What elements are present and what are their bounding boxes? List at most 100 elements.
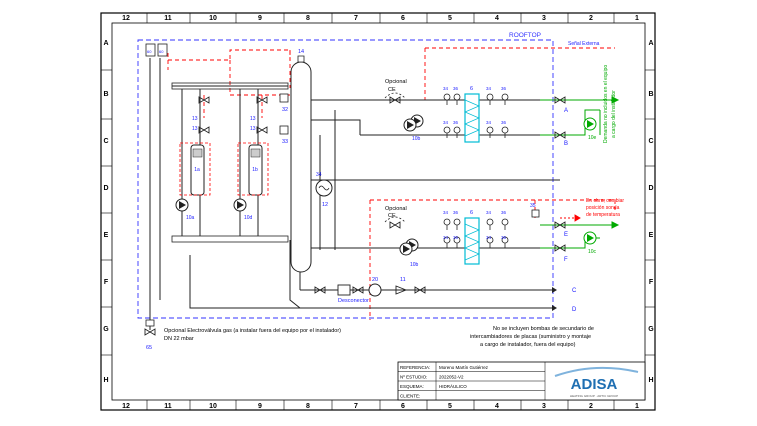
- col-label: 4: [495, 15, 499, 22]
- pump-icon: [403, 118, 417, 132]
- col-label: 8: [306, 403, 310, 410]
- pump-icon: [175, 198, 189, 212]
- column-labels-top: 12 11 10 9 8 7 6 5 4 3 2 1: [122, 15, 639, 22]
- air-vent: [297, 55, 305, 63]
- row-label: E: [104, 232, 109, 239]
- row-label: G: [103, 326, 109, 333]
- pump-icon: [399, 242, 413, 256]
- tag-10b-bottom: 10b: [410, 262, 419, 268]
- col-label: 9: [258, 403, 262, 410]
- col-label: 4: [495, 403, 499, 410]
- boiler-1: 1a: [179, 142, 211, 196]
- tag-13: 13: [192, 126, 198, 132]
- tag-34: 34: [486, 235, 492, 240]
- col-label: 10: [209, 15, 217, 22]
- estudio-value: 2022052-V2: [439, 375, 464, 380]
- tag-6: 6: [470, 210, 473, 216]
- tag-36: 36: [453, 120, 459, 125]
- row-label: C: [648, 138, 653, 145]
- referencia-value: Moreno Martín Gutiérrez: [439, 365, 489, 370]
- tag-34: 34: [486, 86, 492, 91]
- tag-10e: 10e: [588, 135, 597, 141]
- pump-icon: [233, 198, 247, 212]
- row-label: F: [649, 279, 654, 286]
- row-label: E: [649, 232, 654, 239]
- tag-36: 36: [501, 86, 507, 91]
- pump-note-line-3: a cargo de instalador, fuera del equipo): [480, 342, 576, 348]
- backflow-preventer-label: Desconector: [338, 298, 369, 304]
- col-label: 5: [448, 15, 452, 22]
- ce-bottom-bracket: [384, 216, 406, 223]
- external-signal-label: Señal Externa: [568, 41, 600, 47]
- tag-10a: 10a: [186, 215, 195, 221]
- tag-14: 14: [298, 49, 304, 55]
- ce-top-bracket: [384, 92, 406, 99]
- tag-34: 34: [486, 210, 492, 215]
- cliente-label: CLIENTE:: [400, 394, 420, 399]
- col-label: 5: [448, 403, 452, 410]
- row-label: A: [103, 40, 108, 47]
- tag-34: 34: [316, 172, 322, 178]
- col-label: 6: [401, 15, 405, 22]
- title-block: REFERENCIA: Moreno Martín Gutiérrez Nº E…: [397, 361, 646, 401]
- tag-34: 34: [443, 210, 449, 215]
- demand-note: Demanda no incluidos en el equipo: [603, 65, 609, 143]
- installer-note: a cargo del instalador: [611, 90, 617, 138]
- row-dividers: [101, 69, 655, 356]
- tag-13: 13: [250, 116, 256, 122]
- optional-ce-bottom: Opcional: [385, 206, 407, 212]
- tag-20: 20: [372, 277, 378, 283]
- connection-e: E: [564, 232, 568, 238]
- pump-note-line-2: intercambiadores de placas (suministro y…: [470, 334, 591, 340]
- gas-pressure-note: DN 22 mbar: [164, 336, 194, 342]
- connection-f: F: [564, 257, 568, 263]
- gas-valve-note: Opcional Electroválvula gas (a instalar …: [164, 328, 341, 334]
- tag-10c: 10c: [588, 249, 597, 255]
- gas-solenoid: [145, 319, 155, 327]
- signal-box-60: [145, 43, 156, 57]
- gauges-bottom: 34 36 34 36 34 36 34 36: [443, 210, 509, 249]
- onsite-note-1: En obra, cambiar: [586, 198, 624, 204]
- tag-1b: 1b: [252, 167, 258, 173]
- tag-34: 34: [486, 120, 492, 125]
- connection-b: B: [564, 141, 568, 147]
- col-label: 2: [589, 15, 593, 22]
- col-label: 3: [542, 403, 546, 410]
- col-label: 12: [122, 403, 130, 410]
- signal-box-60: [157, 43, 168, 57]
- estudio-label: Nº ESTUDIO:: [400, 375, 427, 380]
- tag-13: 13: [192, 116, 198, 122]
- row-label: C: [103, 138, 108, 145]
- row-labels-right: A B C D E F G H: [648, 40, 654, 384]
- hydraulic-separator: [290, 61, 312, 273]
- row-labels-left: A B C D E F G H: [103, 40, 109, 384]
- ce-bottom-label: CE: [388, 213, 396, 219]
- tag-36: 36: [501, 235, 507, 240]
- col-label: 3: [542, 15, 546, 22]
- row-label: H: [648, 377, 653, 384]
- col-label: 2: [589, 403, 593, 410]
- pump-note-line-1: No se incluyen bombas de secundario de: [493, 326, 594, 332]
- tag-10d: 10d: [244, 215, 253, 221]
- col-label: 10: [209, 403, 217, 410]
- tag-35: 35: [530, 203, 536, 209]
- sensor-33: [279, 125, 289, 135]
- col-label: 6: [401, 403, 405, 410]
- col-label: 11: [164, 403, 172, 410]
- tag-36: 36: [453, 210, 459, 215]
- tag-34: 34: [443, 120, 449, 125]
- row-label: D: [103, 185, 108, 192]
- secondary-outputs-bottom: [540, 221, 620, 249]
- column-labels-bottom: 12 11 10 9 8 7 6 5 4 3 2 1: [122, 403, 639, 410]
- col-label: 12: [122, 15, 130, 22]
- tag-1a: 1a: [194, 167, 200, 173]
- row-label: G: [648, 326, 654, 333]
- rooftop-boundary: [137, 39, 554, 319]
- connection-a: A: [564, 108, 568, 114]
- boiler-2: 1b: [237, 142, 269, 196]
- tag-34: 34: [443, 235, 449, 240]
- tag-11: 11: [400, 277, 406, 283]
- filling-line: [314, 283, 426, 297]
- column-dividers: [146, 13, 615, 410]
